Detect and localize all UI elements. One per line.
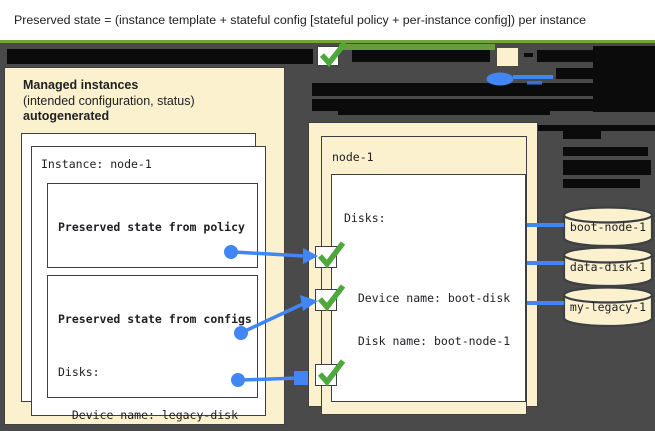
redacted-text-bar [537,50,593,62]
redacted-text-bar [352,50,490,62]
policy-box-title: Preserved state from policy [58,220,245,235]
redacted-text-bar [563,128,601,139]
state-line: Device name: boot-disk [344,291,511,306]
disk-label: boot-node-1 [569,220,647,234]
boot-disk-group: Device name: boot-disk Disk name: boot-n… [344,263,525,377]
configs-box-title: Preserved state from configs [58,312,252,327]
redacted-text-bar [7,49,313,64]
green-line-swatch [339,44,495,50]
preserved-state-policy-box: Preserved state from policy Disks: Devic… [47,183,258,372]
disk-label: my-legacy-1 [569,300,647,314]
redacted-text-bar [563,147,648,156]
redacted-text-bar [556,68,594,79]
arrow-head-icon [294,371,308,385]
node-state-box: Disks: Device name: boot-disk Disk name:… [331,174,526,402]
redacted-text-bar [563,179,640,188]
disk-cylinder-icon [562,286,654,328]
heading-line: (intended configuration, status) [23,93,195,108]
configs-line: Disks: [58,365,100,380]
managed-instances-heading: Managed instances (intended configuratio… [23,78,195,125]
instance-title: Instance: node-1 [41,157,152,171]
disk-cylinder-data: data-disk-1 [562,245,654,289]
redacted-block [593,46,655,112]
legacy-disk-checkbox [315,289,337,311]
redacted-text-bar [312,99,593,111]
configs-line: Device name: legacy-disk [58,407,239,422]
redacted-text-bar [338,109,550,115]
state-line: Disk name: boot-node-1 [344,334,511,349]
heading-line: autogenerated [23,109,110,123]
legend-checkbox [317,46,339,66]
banner-text: Preserved state = (instance template + s… [14,13,586,27]
cream-box-swatch [497,48,518,66]
redacted-text-bar [524,53,533,57]
data-disk-group: Device name: data-disk Disk name: data-d… [344,415,525,431]
disk-cylinder-icon [562,206,654,248]
node-panel-title: node-1 [332,150,374,164]
data-disk-checkbox [315,246,337,268]
reference-line [513,75,553,79]
redacted-text-bar [563,160,651,175]
redacted-text-bar [312,83,593,96]
disks-label: Disks: [344,211,386,226]
disk-cylinder-boot: boot-node-1 [562,205,654,249]
metadata-checkbox [315,364,337,386]
banner: Preserved state = (instance template + s… [0,0,655,43]
preserved-state-configs-box: Preserved state from configs Disks: Devi… [47,275,258,422]
disk-cylinder-legacy: my-legacy-1 [562,285,654,329]
disk-label: data-disk-1 [569,260,647,274]
disk-cylinder-icon [562,246,654,288]
heading-line: Managed instances [23,78,139,92]
